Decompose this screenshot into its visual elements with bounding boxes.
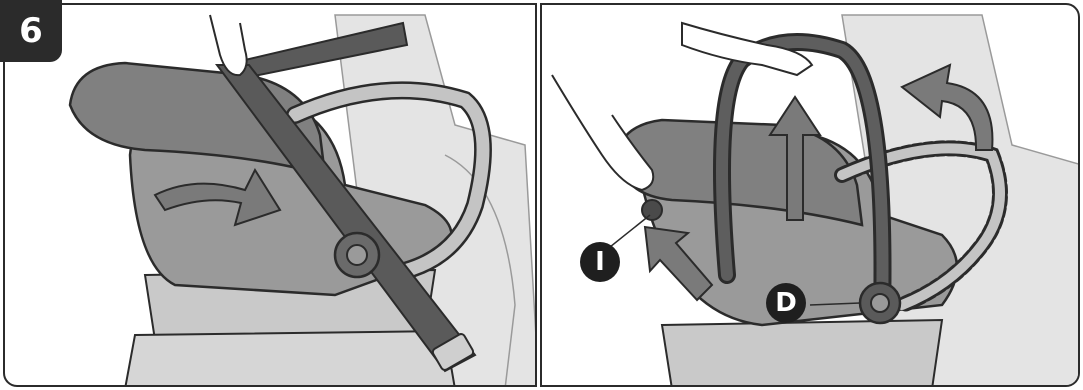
callout-handle-pivot-label: D [766,283,806,323]
press-arrow-icon [643,225,714,302]
panel-left [3,3,537,387]
callout-latch-label: I [580,242,620,282]
right-illustration [551,14,1078,385]
hand-icon [681,21,814,77]
callout-leader-d [809,302,861,306]
seat-base [660,318,944,385]
hand-icon [551,74,655,192]
rotate-arrow-icon [153,167,282,227]
hand-icon [209,14,248,77]
curved-arrow-icon [900,63,994,151]
release-latch [641,199,663,221]
panel-right [540,3,1080,387]
left-illustration [68,14,535,385]
up-arrow-icon [768,95,822,221]
step-number-badge: 6 [0,0,62,62]
